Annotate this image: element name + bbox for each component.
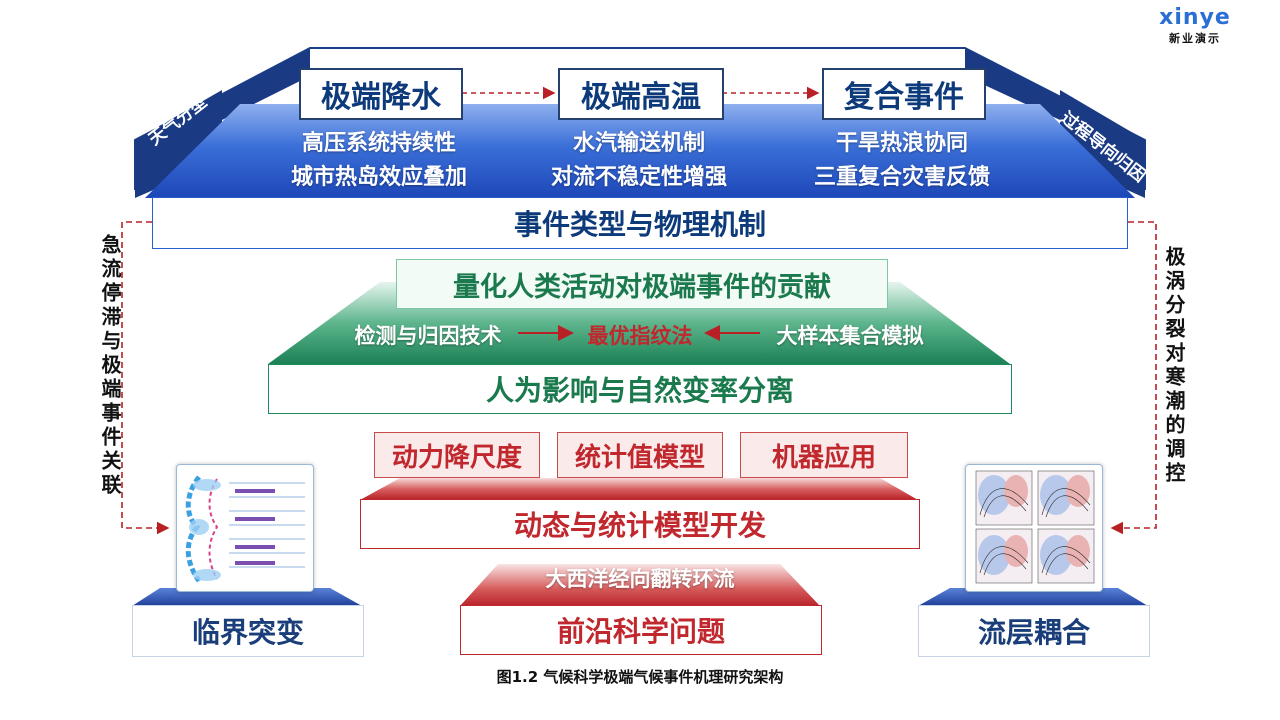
model-item-machine: 机器应用 [740,432,908,478]
method-large-ensemble: 大样本集合模拟 [776,324,924,348]
left-dark-panel [135,48,310,196]
jet-stream-figure [176,464,314,592]
brand-logo: xinye 新业演示 [1150,6,1240,46]
left-side-label: 急流停滞与极端事件关联 [98,234,122,498]
method-optimal-fingerprint: 最优指纹法 [587,324,693,348]
logo-subtitle: 新业演示 [1169,32,1221,45]
right-dashed-connector [1110,221,1157,535]
event-desc-precipitation-1: 高压系统持续性 [301,131,456,156]
stratosphere-contour-art [975,470,1095,584]
event-desc-compound-2: 三重复合灾害反馈 [813,165,990,190]
event-title-heat: 极端高温 [558,68,724,120]
figure-caption: 图1.2 气候科学极端气候事件机理研究架构 [496,668,784,686]
stratosphere-contour-figure [965,464,1103,592]
physical-mechanism-band: 事件类型与物理机制 [152,197,1128,249]
event-desc-heat-2: 对流不稳定性增强 [550,165,727,190]
stratosphere-coupling-label: 流层耦合 [918,605,1150,657]
right-side-label: 极涡分裂对寒潮的调控 [1162,246,1186,486]
right-corner-trapezoid [918,588,1148,606]
amoc-label: 大西洋经向翻转环流 [545,567,735,591]
event-desc-heat-1: 水汽输送机制 [572,131,705,156]
critical-transition-label: 临界突变 [132,605,364,657]
right-dark-panel [965,48,1145,196]
blue-trapezoid [145,104,1135,198]
frontier-science-band: 前沿科学问题 [460,605,822,655]
event-title-compound: 复合事件 [822,68,986,120]
event-desc-precipitation-2: 城市热岛效应叠加 [290,165,467,190]
model-item-downscaling: 动力降尺度 [374,432,540,478]
frontier-trapezoid [460,564,820,606]
model-development-band: 动态与统计模型开发 [360,499,920,549]
logo-text: xinye [1159,5,1231,30]
human-contribution-headline: 量化人类活动对极端事件的贡献 [396,259,888,309]
method-detection-attribution: 检测与归因技术 [354,324,502,348]
model-item-statistical: 统计值模型 [557,432,723,478]
event-desc-compound-1: 干旱热浪协同 [835,131,968,156]
event-title-precipitation: 极端降水 [299,68,463,120]
left-dashed-connector [121,221,170,535]
jet-stream-figure-art [185,475,305,583]
anthropogenic-separation-band: 人为影响与自然变率分离 [268,364,1012,414]
left-corner-trapezoid [132,588,362,606]
red-trapezoid [360,478,918,500]
